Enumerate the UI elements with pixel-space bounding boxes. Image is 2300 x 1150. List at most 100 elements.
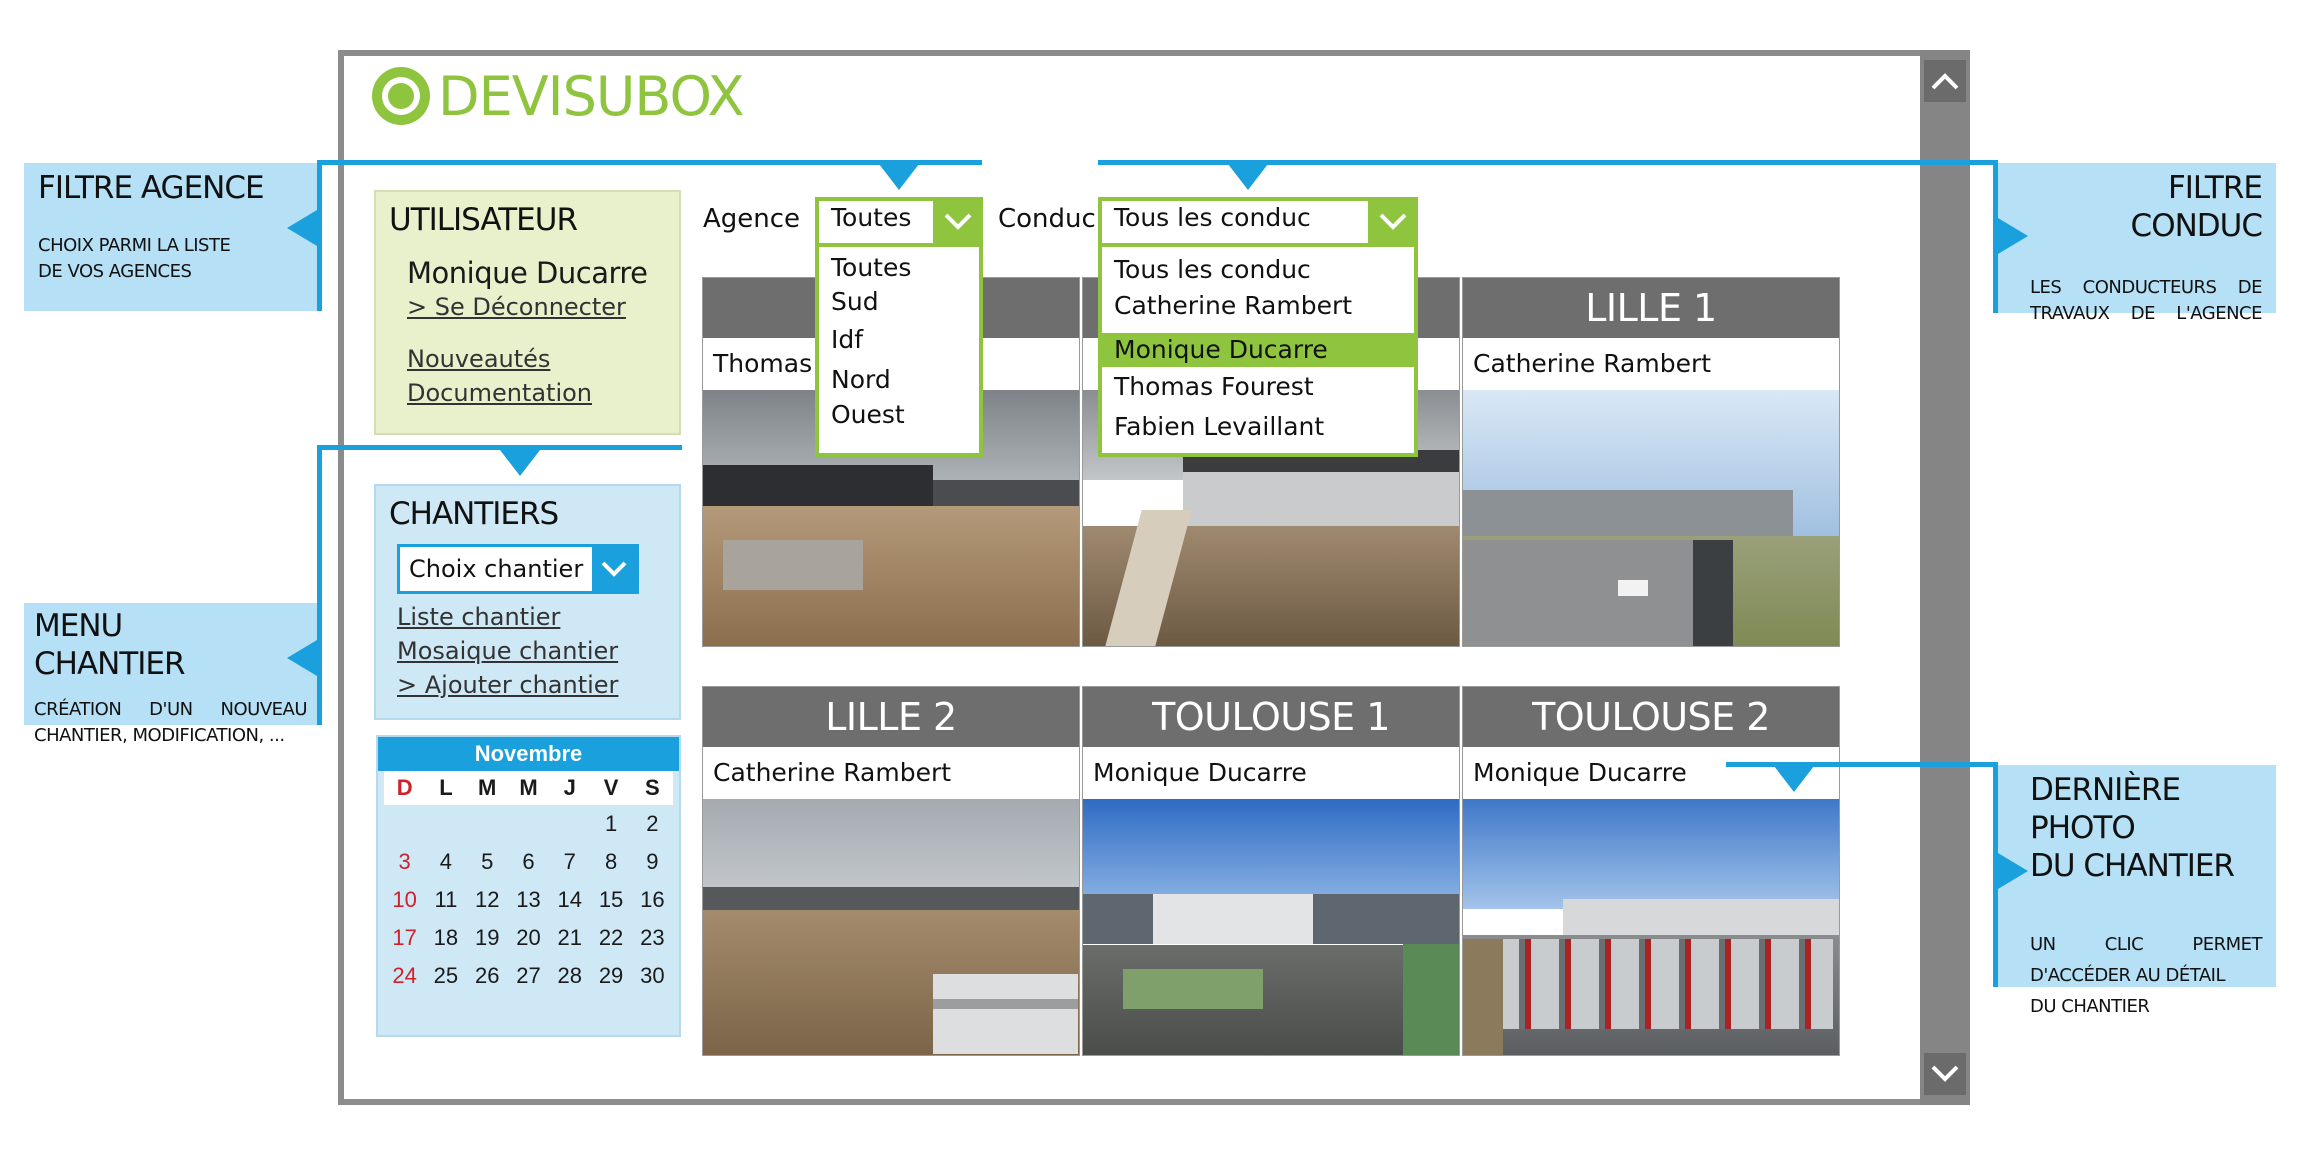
agence-option[interactable]: Toutes xyxy=(831,253,912,282)
pointer-arrow xyxy=(287,640,317,676)
calendar-day[interactable]: 17 xyxy=(392,925,417,950)
connector-line xyxy=(1726,762,1998,767)
conduc-option[interactable]: Thomas Fourest xyxy=(1114,372,1314,401)
chantier-photo[interactable] xyxy=(703,390,1079,646)
chantier-tile[interactable]: LILLE 1 Catherine Rambert xyxy=(1462,277,1840,647)
calendar-weekday: J xyxy=(549,771,591,805)
calendar-day xyxy=(425,805,466,843)
calendar-day[interactable]: 18 xyxy=(433,925,459,950)
calendar-day[interactable]: 9 xyxy=(646,849,659,874)
calendar-day xyxy=(508,805,549,843)
connector-line xyxy=(1993,762,1998,987)
chantier-tile-conductor: Monique Ducarre xyxy=(1093,758,1307,787)
calendar-day[interactable]: 22 xyxy=(598,925,624,950)
chantier-tile[interactable]: LILLE 2 Catherine Rambert xyxy=(702,686,1080,1056)
chantier-select-value: Choix chantier xyxy=(409,555,584,583)
ajouter-chantier-link[interactable]: > Ajouter chantier xyxy=(397,671,619,699)
conduc-option[interactable]: Catherine Rambert xyxy=(1114,291,1353,320)
annotation-text: D'ACCÉDER AU DÉTAIL xyxy=(2030,965,2225,986)
agence-label: Agence xyxy=(703,204,801,234)
calendar-day[interactable]: 29 xyxy=(598,963,624,988)
logout-link[interactable]: > Se Déconnecter xyxy=(407,293,626,321)
agence-select[interactable]: Toutes xyxy=(815,197,983,247)
pointer-arrow xyxy=(1998,218,2028,254)
conduc-option[interactable]: Tous les conduc xyxy=(1114,255,1311,284)
scroll-up-button[interactable] xyxy=(1924,60,1966,102)
annotation-text: UN CLIC PERMET xyxy=(2030,934,2263,955)
calendar-day[interactable]: 8 xyxy=(604,849,618,874)
calendar-day xyxy=(467,805,508,843)
agence-option[interactable]: Nord xyxy=(831,365,891,394)
calendar-month[interactable]: Novembre xyxy=(378,737,679,771)
calendar-day[interactable]: 5 xyxy=(481,849,494,874)
calendar-day[interactable]: 3 xyxy=(398,849,411,874)
calendar-day[interactable]: 20 xyxy=(516,925,541,950)
annotation-text: DU CHANTIER xyxy=(2030,996,2150,1017)
calendar-day[interactable]: 16 xyxy=(640,887,665,912)
calendar-day[interactable]: 15 xyxy=(598,887,624,912)
agence-option[interactable]: Sud xyxy=(831,287,879,316)
logo[interactable]: DEVISUBOX xyxy=(372,64,745,128)
liste-chantier-link[interactable]: Liste chantier xyxy=(397,603,561,631)
agence-option[interactable]: Ouest xyxy=(831,400,905,429)
calendar-day[interactable]: 10 xyxy=(392,887,417,912)
annotation-menu-chantier: MENU CHANTIER CRÉATION D'UN NOUVEAU CHAN… xyxy=(24,603,317,746)
calendar-day[interactable]: 23 xyxy=(640,925,665,950)
calendar-day[interactable]: 1 xyxy=(604,811,618,836)
calendar-day[interactable]: 11 xyxy=(434,887,458,912)
conduc-label: Conduc xyxy=(998,204,1096,234)
annotation-title: FILTRE AGENCE xyxy=(38,170,265,206)
chantiers-panel-title: CHANTIERS xyxy=(389,496,559,532)
agence-dropdown[interactable]: Toutes Sud Idf Nord Ouest xyxy=(815,247,983,457)
pointer-arrow xyxy=(1774,766,1814,792)
calendar-day[interactable]: 19 xyxy=(474,925,500,950)
chantier-tile-conductor: Thomas F xyxy=(713,349,835,378)
calendar-day[interactable]: 26 xyxy=(474,963,500,988)
conduc-option-highlighted[interactable]: Monique Ducarre xyxy=(1102,333,1414,367)
calendar-day[interactable]: 24 xyxy=(392,963,417,988)
annotation-derniere-photo: DERNIÈRE PHOTO DU CHANTIER UN CLIC PERME… xyxy=(1998,765,2276,1017)
scrollbar[interactable] xyxy=(1920,50,1970,1105)
chantier-photo[interactable] xyxy=(703,799,1079,1055)
calendar-day[interactable]: 14 xyxy=(557,887,583,912)
calendar-day[interactable]: 4 xyxy=(439,849,453,874)
calendar-day[interactable]: 12 xyxy=(474,887,500,912)
chantier-tile[interactable]: TOULOUSE 2 Monique Ducarre xyxy=(1462,686,1840,1056)
calendar-day[interactable]: 30 xyxy=(640,963,665,988)
calendar-day xyxy=(549,805,590,843)
calendar-day[interactable]: 27 xyxy=(516,963,541,988)
calendar-weekday: M xyxy=(466,771,508,805)
documentation-link[interactable]: Documentation xyxy=(407,379,593,407)
chevron-down-icon[interactable] xyxy=(933,197,983,247)
conduc-select[interactable]: Tous les conduc xyxy=(1098,197,1418,247)
chevron-down-icon[interactable] xyxy=(592,547,636,591)
connector-line xyxy=(1098,160,1998,165)
mosaique-chantier-link[interactable]: Mosaique chantier xyxy=(397,637,619,665)
pointer-arrow xyxy=(287,210,317,246)
calendar-day[interactable]: 25 xyxy=(433,963,459,988)
agence-option[interactable]: Idf xyxy=(831,325,864,354)
scroll-down-button[interactable] xyxy=(1924,1053,1966,1095)
annotation-title: DU CHANTIER xyxy=(2030,848,2235,884)
calendar-day[interactable]: 7 xyxy=(563,849,576,874)
calendar-day[interactable]: 6 xyxy=(522,849,535,874)
chantier-select[interactable]: Choix chantier xyxy=(397,544,639,594)
calendar-day[interactable]: 13 xyxy=(516,887,541,912)
chantier-tile[interactable]: TOULOUSE 1 Monique Ducarre xyxy=(1082,686,1460,1056)
chantier-photo[interactable] xyxy=(1083,799,1459,1055)
news-link[interactable]: Nouveautés xyxy=(407,345,551,373)
annotation-title: FILTRE CONDUC xyxy=(2130,170,2263,244)
conduc-dropdown[interactable]: Tous les conduc Catherine Rambert Moniqu… xyxy=(1098,247,1418,457)
pointer-arrow xyxy=(879,164,919,190)
conduc-option[interactable]: Fabien Levaillant xyxy=(1114,412,1325,441)
user-panel: UTILISATEUR Monique Ducarre > Se Déconne… xyxy=(374,190,681,435)
annotation-text: CHOIX PARMI LA LISTE xyxy=(38,235,231,256)
calendar-day[interactable]: 28 xyxy=(557,963,583,988)
calendar-day[interactable]: 21 xyxy=(557,925,583,950)
chevron-down-icon[interactable] xyxy=(1368,197,1418,247)
chantier-photo[interactable] xyxy=(1463,799,1839,1055)
annotation-title: DERNIÈRE PHOTO xyxy=(2030,772,2181,846)
calendar-day[interactable]: 2 xyxy=(646,811,659,836)
chantier-photo[interactable] xyxy=(1463,390,1839,646)
